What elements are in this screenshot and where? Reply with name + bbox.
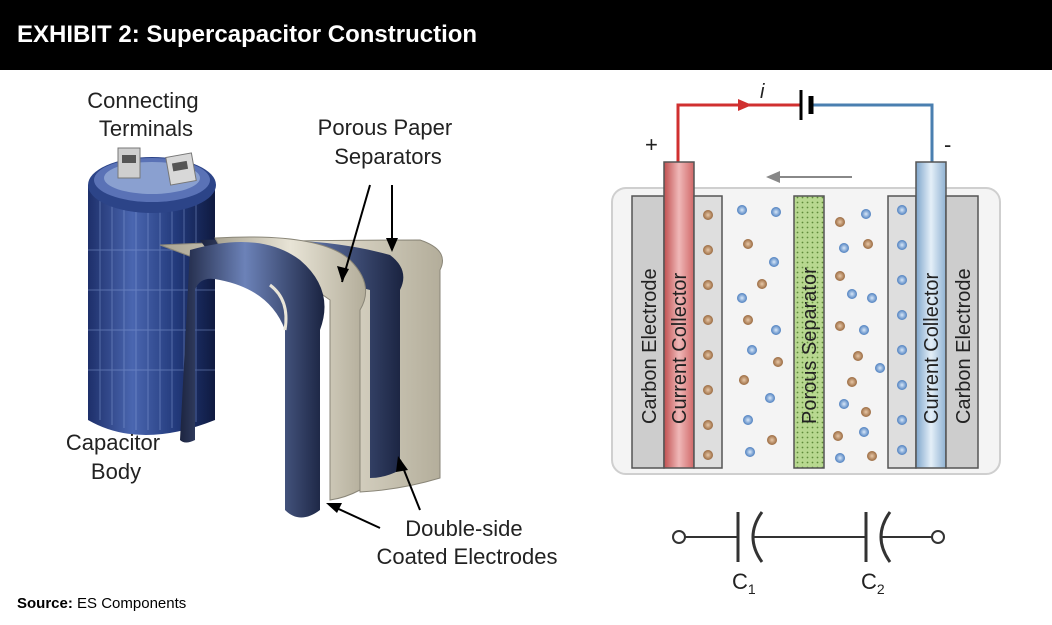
left-carbon-electrode bbox=[631, 195, 665, 469]
positive-wire bbox=[676, 103, 800, 162]
exhibit-title: EXHIBIT 2: Supercapacitor Construction bbox=[17, 21, 478, 48]
right-carbon-electrode-label: Carbon Electrode bbox=[953, 268, 975, 424]
positive-sign: + bbox=[645, 132, 658, 157]
capacitor-c1-label: C1 bbox=[732, 569, 756, 595]
capacitor-c2-label: C2 bbox=[861, 569, 885, 595]
source-note: Source: ES Components bbox=[17, 595, 186, 612]
right-double-layer bbox=[887, 195, 917, 469]
label-porous-paper-separators: Porous Paper Separators bbox=[318, 115, 459, 169]
label-connecting-terminals: Connecting Terminals bbox=[87, 88, 204, 141]
right-current-collector bbox=[915, 161, 947, 469]
current-label: i bbox=[760, 81, 765, 103]
capacitor-illustration bbox=[88, 147, 443, 529]
label-coated-electrodes: Double-side Coated Electrodes bbox=[377, 516, 558, 569]
current-arrow bbox=[738, 99, 752, 111]
source-label: Source: bbox=[17, 595, 73, 612]
right-current-collector-label: Current Collector bbox=[921, 272, 943, 424]
cell-schematic: i + - Carbon Electrode Current Collector… bbox=[611, 81, 1001, 595]
porous-separator bbox=[793, 195, 825, 469]
ion-particles bbox=[703, 205, 907, 463]
right-carbon-electrode bbox=[945, 195, 979, 469]
left-carbon-electrode-label: Carbon Electrode bbox=[639, 268, 661, 424]
negative-wire bbox=[810, 103, 934, 162]
equivalent-circuit bbox=[672, 511, 945, 563]
left-current-collector-label: Current Collector bbox=[669, 272, 691, 424]
supercapacitor-figure: Connecting Terminals Porous Paper Separa… bbox=[66, 81, 1001, 595]
exhibit-header: EXHIBIT 2: Supercapacitor Construction bbox=[0, 0, 1052, 70]
negative-sign: - bbox=[944, 132, 951, 157]
source-text: ES Components bbox=[77, 595, 187, 612]
label-capacitor-body: Capacitor Body bbox=[66, 430, 166, 484]
porous-separator-label: Porous Separator bbox=[799, 267, 821, 424]
